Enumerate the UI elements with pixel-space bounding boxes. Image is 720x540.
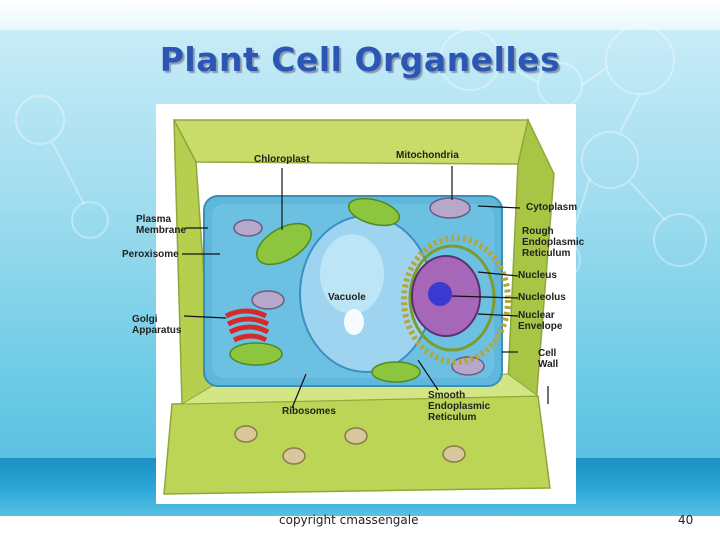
mitochondrion bbox=[252, 291, 284, 309]
chloroplast bbox=[372, 362, 420, 382]
label-chloroplast: Chloroplast bbox=[254, 154, 310, 165]
label-peroxisome: Peroxisome bbox=[122, 249, 179, 260]
label-ribosomes: Ribosomes bbox=[282, 406, 336, 417]
label-smooth-er: Smooth Endoplasmic Reticulum bbox=[428, 390, 490, 423]
chloroplast bbox=[230, 343, 282, 365]
plant-cell-diagram: Chloroplast Mitochondria Cytoplasm Plasm… bbox=[156, 104, 576, 504]
nucleolus bbox=[428, 282, 452, 306]
label-nucleolus: Nucleolus bbox=[518, 292, 566, 303]
mitochondrion bbox=[234, 220, 262, 236]
label-cell-wall: Cell Wall bbox=[538, 348, 558, 370]
label-nuclear-envelope: Nuclear Envelope bbox=[518, 310, 562, 332]
label-rough-er: Rough Endoplasmic Reticulum bbox=[522, 226, 584, 259]
mitochondrion bbox=[452, 357, 484, 375]
label-nucleus: Nucleus bbox=[518, 270, 557, 281]
label-mitochondria: Mitochondria bbox=[396, 150, 459, 161]
mitochondrion bbox=[430, 198, 470, 218]
page-number: 40 bbox=[678, 513, 693, 527]
vacuole-spot bbox=[344, 309, 364, 335]
label-cytoplasm: Cytoplasm bbox=[526, 202, 577, 213]
label-golgi-apparatus: Golgi Apparatus bbox=[132, 314, 181, 336]
footer-copyright: copyright cmassengale bbox=[279, 513, 419, 527]
cell-wall-top bbox=[174, 120, 528, 164]
label-plasma-membrane: Plasma Membrane bbox=[136, 214, 186, 236]
label-vacuole: Vacuole bbox=[328, 292, 366, 303]
cell-wall-front bbox=[164, 396, 550, 494]
slide-title: Plant Cell Organelles bbox=[0, 40, 720, 79]
plant-cell-illustration bbox=[156, 104, 576, 504]
